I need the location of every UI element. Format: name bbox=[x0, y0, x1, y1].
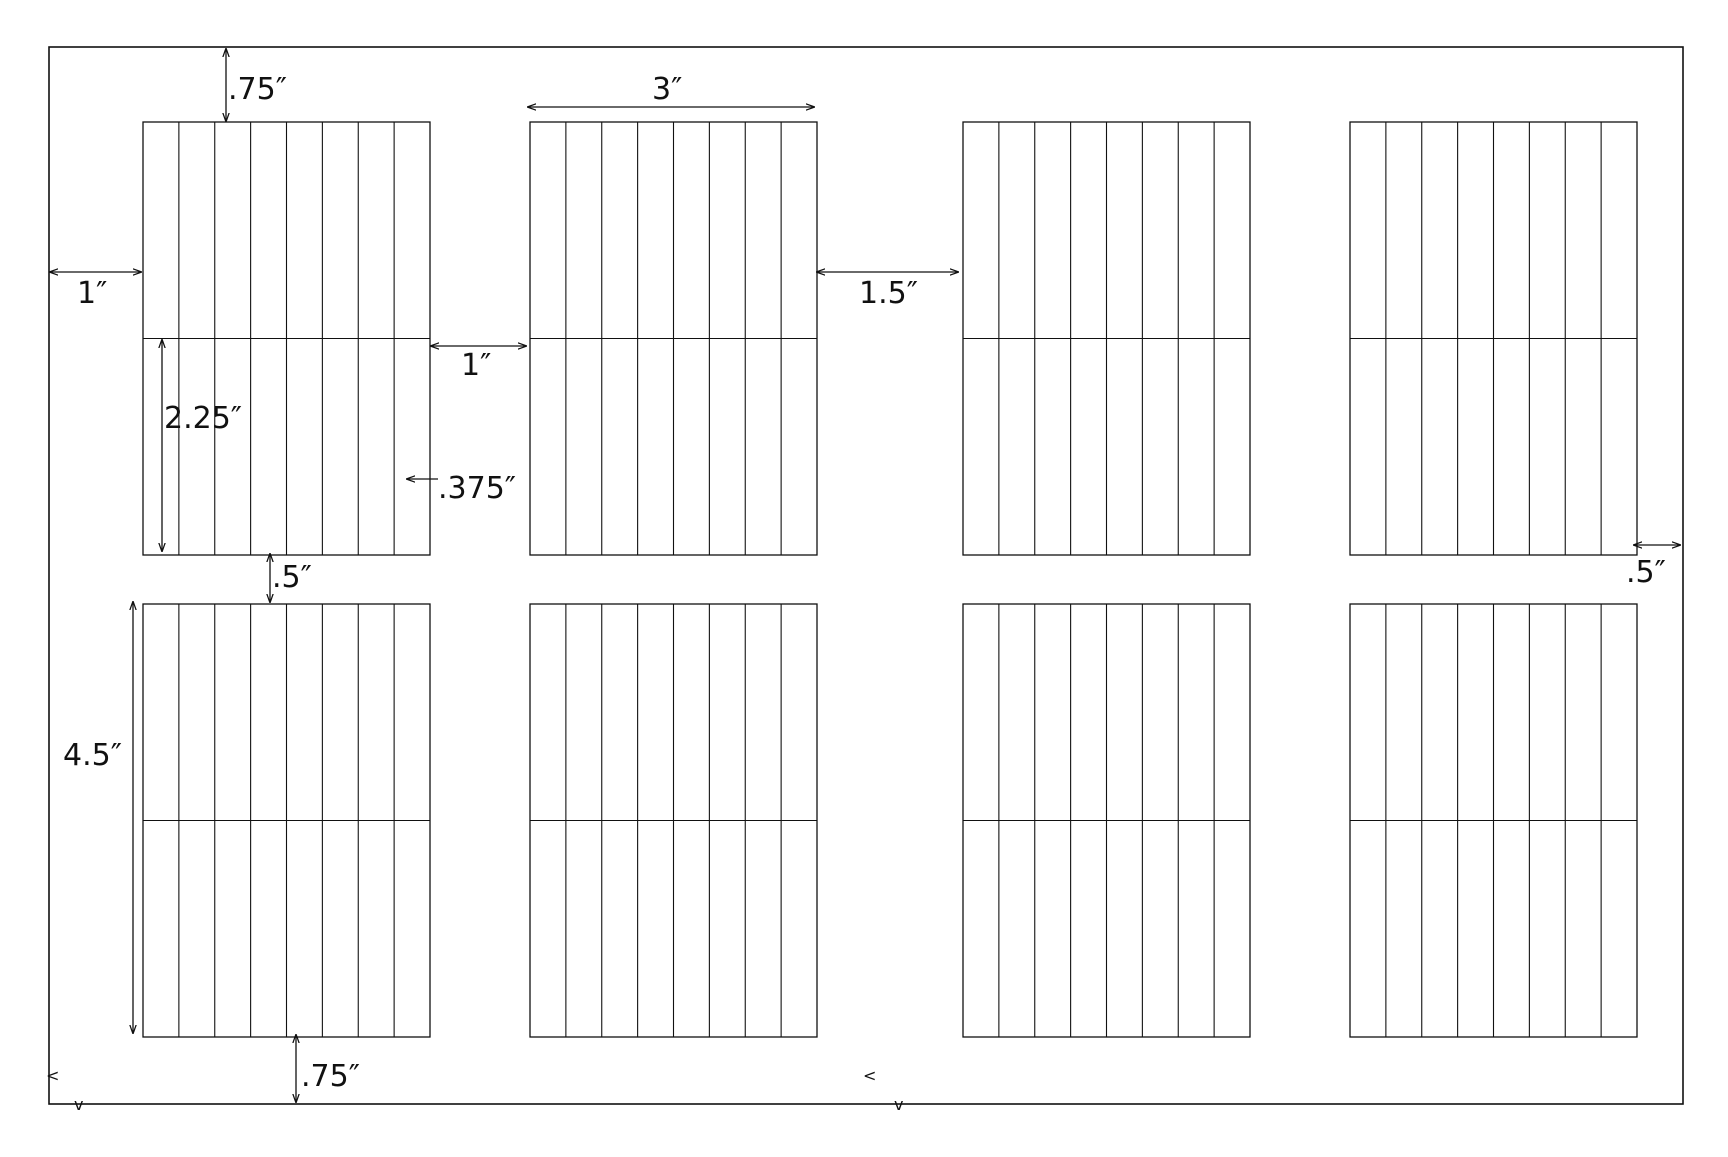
label-blocks bbox=[142, 121, 1638, 1038]
corner-mark-left: < bbox=[46, 1066, 59, 1085]
row-gap-label: .5″ bbox=[272, 560, 312, 595]
dimension-arrows bbox=[50, 49, 1680, 1102]
half-height-label: 2.25″ bbox=[164, 401, 242, 436]
tick-mark-center: v bbox=[894, 1095, 903, 1114]
tick-mark-left: v bbox=[74, 1095, 83, 1114]
right-margin-label: .5″ bbox=[1626, 555, 1666, 590]
label-block bbox=[142, 121, 431, 556]
registration-marks: < < v v bbox=[46, 1066, 903, 1114]
block-height-label: 4.5″ bbox=[63, 738, 122, 773]
corner-mark-center: < bbox=[863, 1066, 876, 1085]
label-block bbox=[1349, 121, 1638, 556]
left-margin-label: 1″ bbox=[77, 276, 107, 311]
sheet-border bbox=[48, 46, 1684, 1105]
bottom-margin-label: .75″ bbox=[301, 1059, 360, 1094]
label-block bbox=[529, 603, 818, 1038]
wide-gap-label: 1.5″ bbox=[859, 276, 918, 311]
label-block bbox=[962, 121, 1251, 556]
narrow-gap-label: 1″ bbox=[461, 348, 491, 383]
label-block bbox=[1349, 603, 1638, 1038]
label-block bbox=[529, 121, 818, 556]
block-width-label: 3″ bbox=[652, 72, 682, 107]
label-block bbox=[142, 603, 431, 1038]
dimension-labels: .75″ 3″ 1″ 1.5″ 1″ 2.25″ .375″ .5″ .5″ 4… bbox=[63, 72, 1666, 1094]
top-margin-label: .75″ bbox=[228, 72, 287, 107]
strip-width-label: .375″ bbox=[438, 471, 516, 506]
label-block bbox=[962, 603, 1251, 1038]
